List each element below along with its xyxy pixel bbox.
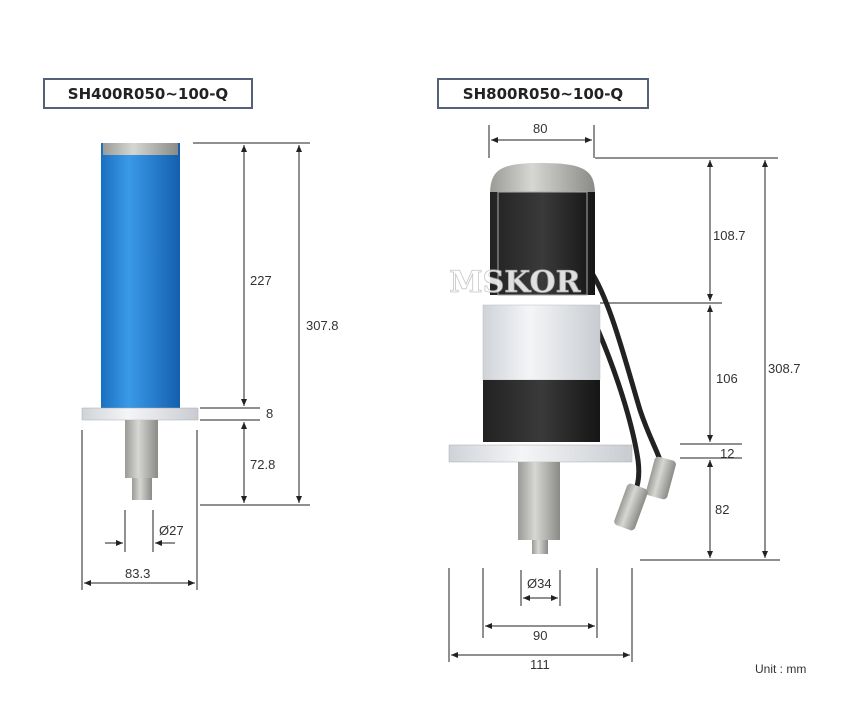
- dim-right-82: 82: [715, 502, 729, 517]
- right-title: SH800R050~100-Q: [463, 85, 623, 103]
- left-actuator-image: [81, 143, 199, 500]
- unit-label: Unit : mm: [755, 662, 806, 676]
- right-dimension-lines: [448, 125, 780, 662]
- dim-left-307-8: 307.8: [306, 318, 339, 333]
- dim-right-111: 111: [530, 657, 550, 672]
- dim-right-106: 106: [716, 371, 738, 386]
- dim-left-72-8: 72.8: [250, 457, 275, 472]
- dim-left-83-3: 83.3: [125, 566, 150, 581]
- dim-right-12: 12: [720, 446, 734, 461]
- dim-right-diameter: Ø34: [527, 576, 552, 591]
- dim-right-108-7: 108.7: [713, 228, 746, 243]
- dim-left-8: 8: [266, 406, 273, 421]
- left-dimension-lines: [81, 142, 310, 590]
- dim-left-diameter: Ø27: [159, 523, 184, 538]
- left-title-box: [43, 78, 253, 109]
- dim-right-308-7: 308.7: [768, 361, 801, 376]
- left-model: SH400R050~100-Q 227 307.8 8 7: [43, 78, 339, 590]
- watermark: MSKOR: [449, 265, 581, 300]
- right-motor-image: MSKOR: [448, 163, 676, 554]
- dim-right-90: 90: [533, 628, 547, 643]
- left-title: SH400R050~100-Q: [68, 85, 228, 103]
- right-model: SH800R050~100-Q MSKOR: [437, 78, 801, 672]
- dim-right-80: 80: [533, 121, 547, 136]
- dim-left-227: 227: [250, 273, 272, 288]
- right-title-box: [437, 78, 649, 109]
